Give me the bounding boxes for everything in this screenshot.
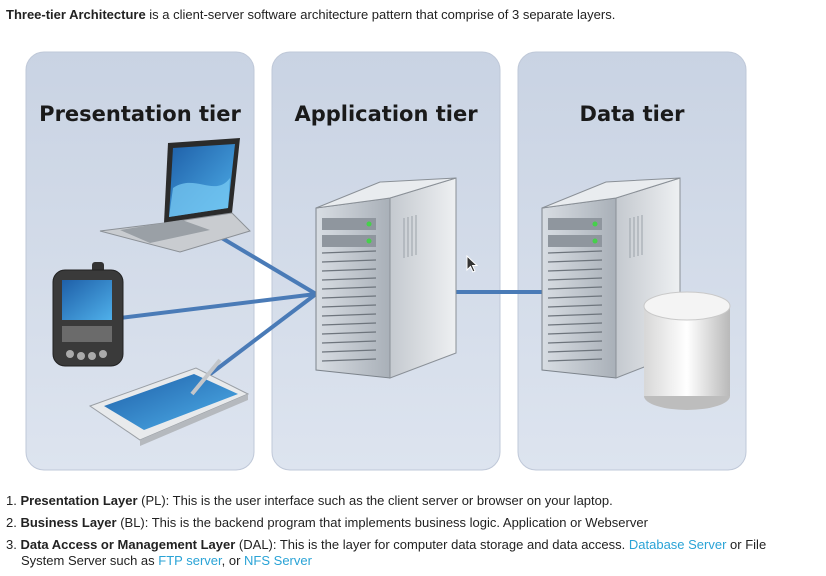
intro-term: Three-tier Architecture [6, 7, 146, 22]
ftp-server-link[interactable]: FTP server [158, 553, 222, 568]
pda-icon [52, 262, 124, 367]
list-item: 1. Presentation Layer (PL): This is the … [6, 493, 613, 508]
application-tier-title: Application tier [294, 102, 478, 126]
presentation-tier-title: Presentation tier [39, 102, 241, 126]
mouse-cursor-icon [466, 255, 478, 273]
layer-name: Data Access or Management Layer [20, 537, 236, 552]
database-icon [643, 291, 731, 410]
layer-name: Business Layer [20, 515, 117, 530]
list-item: 2. Business Layer (BL): This is the back… [6, 515, 648, 530]
list-item: 3. Data Access or Management Layer (DAL)… [6, 537, 767, 568]
intro-text: Three-tier Architecture is a client-serv… [6, 7, 615, 23]
nfs-server-link[interactable]: NFS Server [244, 553, 312, 568]
layer-name: Presentation Layer [20, 493, 138, 508]
layer-list: 1. Presentation Layer (PL): This is the … [6, 493, 806, 575]
database-server-link[interactable]: Database Server [628, 537, 727, 552]
intro-description: is a client-server software architecture… [145, 7, 616, 22]
tablet-icon [88, 358, 250, 446]
three-tier-diagram: Presentation tier Application tier Data … [20, 48, 755, 478]
laptop-icon [99, 138, 251, 253]
application-server-icon [315, 177, 457, 379]
data-tier-title: Data tier [580, 102, 686, 126]
